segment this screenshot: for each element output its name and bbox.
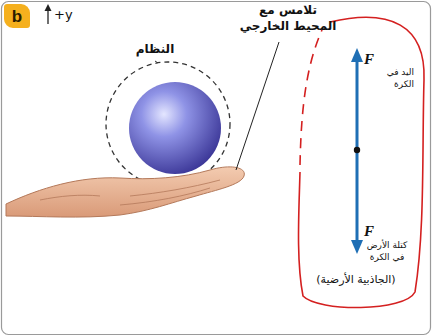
figure-badge: b (4, 4, 30, 28)
leader-line (236, 42, 279, 170)
axis-label: +y (54, 7, 84, 24)
leader-line (155, 61, 158, 63)
hand (6, 167, 244, 217)
system-label: النظام (122, 42, 188, 58)
figure-letter: b (12, 8, 22, 25)
gravity-label: (الجاذبية الأرضية) (304, 273, 408, 287)
force-subscript: اليد في الكرة (364, 67, 414, 90)
y-axis-arrow (45, 4, 52, 24)
force-symbol: F (364, 222, 378, 242)
force-symbol: F (364, 50, 378, 70)
free-body-diagram (351, 48, 363, 254)
ball (129, 82, 221, 174)
red-loop (299, 17, 425, 307)
force-subscript: كتلة الأرض في الكرة (362, 240, 412, 263)
system-boundary (106, 62, 230, 186)
callout-label: تلامس مع المحيط الخارجي (236, 3, 340, 34)
